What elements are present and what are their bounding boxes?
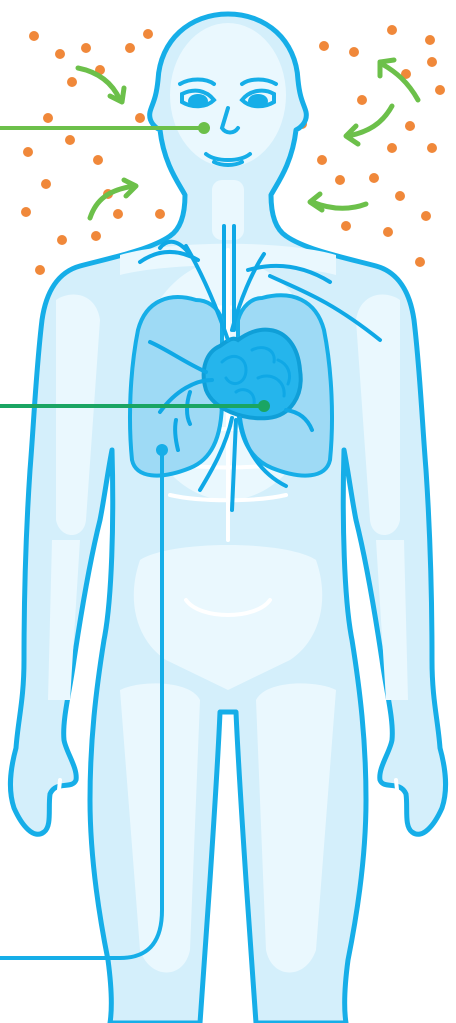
particle-dot — [335, 175, 345, 185]
particle-dot — [155, 209, 165, 219]
particle-dot — [425, 35, 435, 45]
particle-dot — [21, 207, 31, 217]
particle-dot — [319, 41, 329, 51]
particle-dot — [395, 191, 405, 201]
particle-dot — [435, 85, 445, 95]
particle-dot — [387, 25, 397, 35]
particle-dot — [387, 143, 397, 153]
particle-dot — [341, 221, 351, 231]
particle-dot — [125, 43, 135, 53]
particle-dot — [113, 209, 123, 219]
particle-dot — [43, 113, 53, 123]
callout-dot-lungs — [156, 444, 168, 456]
particle-dot — [55, 49, 65, 59]
callout-dot-heart — [258, 400, 270, 412]
particle-dot — [427, 143, 437, 153]
particle-dot — [405, 121, 415, 131]
particle-dot — [143, 29, 153, 39]
particle-dot — [349, 47, 359, 57]
particle-dot — [81, 43, 91, 53]
curved-arrow-icon — [348, 106, 392, 136]
particle-dot — [427, 57, 437, 67]
particle-dot — [93, 155, 103, 165]
particle-dot — [91, 231, 101, 241]
particle-dot — [29, 31, 39, 41]
particle-dot — [35, 265, 45, 275]
particle-dot — [421, 211, 431, 221]
particle-dot — [369, 173, 379, 183]
curved-arrow-icon — [382, 64, 418, 100]
callout-dot-nose — [198, 122, 210, 134]
curved-arrow-icon — [90, 186, 134, 218]
particle-dot — [415, 257, 425, 267]
particle-dot — [135, 113, 145, 123]
particle-dot — [57, 235, 67, 245]
particle-dot — [317, 155, 327, 165]
particle-dot — [383, 227, 393, 237]
particle-dot — [23, 147, 33, 157]
particle-dot — [41, 179, 51, 189]
particle-dot — [357, 95, 367, 105]
particle-dot — [65, 135, 75, 145]
particle-dot — [67, 77, 77, 87]
